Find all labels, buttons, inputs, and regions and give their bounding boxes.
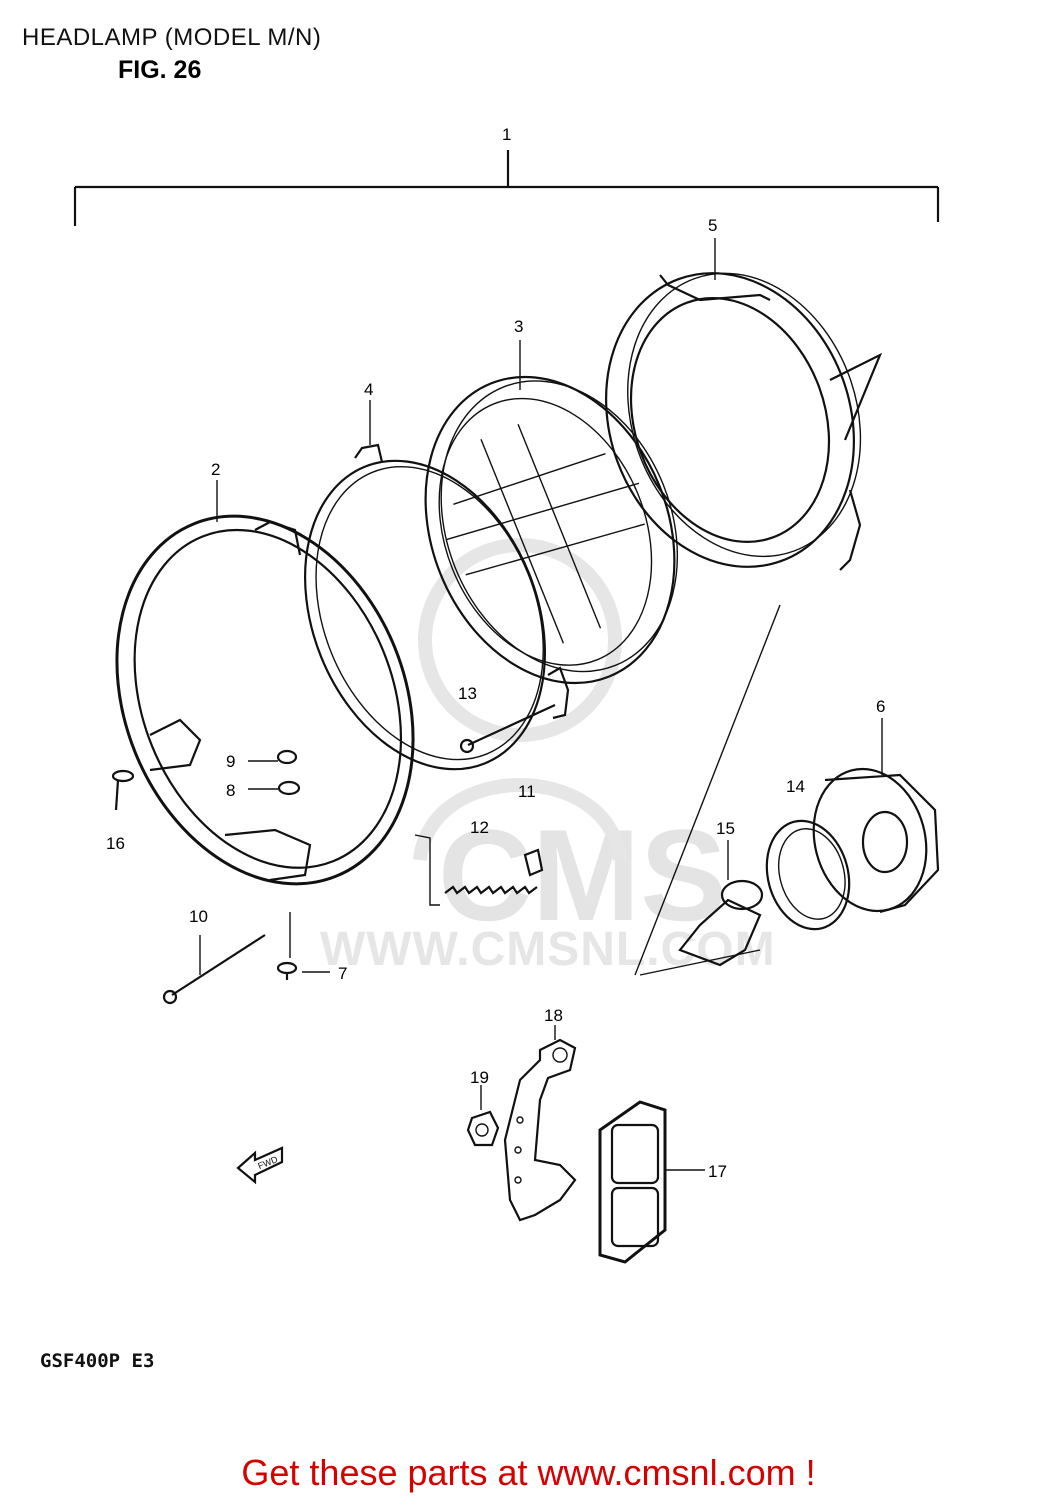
callout-18: 18: [544, 1006, 563, 1025]
bulb-15: [678, 840, 764, 967]
figure-number: FIG. 26: [118, 56, 202, 84]
screw-13: [459, 666, 570, 754]
callout-16: 16: [106, 834, 125, 853]
callout-15: 15: [716, 819, 735, 838]
spring-12: [414, 834, 538, 906]
callout-14: 14: [786, 777, 805, 796]
screw-7: [276, 912, 330, 980]
outer-rim: [115, 514, 415, 886]
callout-9: 9: [226, 752, 236, 771]
page-title: HEADLAMP (MODEL M/N): [22, 24, 322, 51]
callout-12: 12: [470, 818, 489, 837]
bracket-18: [503, 1025, 577, 1222]
callout-6: 6: [876, 697, 886, 716]
headlamp-case: [605, 272, 862, 568]
callout-3: 3: [514, 317, 524, 336]
headlamp-lens-unit: [424, 375, 679, 685]
watermark-logo: CMS: [438, 802, 727, 948]
dust-cover-6: [812, 718, 940, 914]
callout-17: 17: [708, 1162, 727, 1181]
bolt-10: [162, 934, 266, 1005]
assembly-bracket: [73, 150, 940, 226]
callout-1: 1: [502, 125, 512, 144]
inner-rim: [303, 459, 547, 771]
callout-2: 2: [211, 460, 221, 479]
footer-parts-link[interactable]: Get these parts at www.cmsnl.com !: [241, 1452, 816, 1493]
callout-10: 10: [189, 907, 208, 926]
callout-4: 4: [364, 380, 374, 399]
callout-11: 11: [518, 782, 536, 801]
model-code: GSF400P E3: [40, 1350, 155, 1372]
nut-9: [276, 749, 298, 765]
callout-8: 8: [226, 781, 236, 800]
callout-19: 19: [470, 1068, 489, 1087]
reflector-17: [598, 1100, 705, 1264]
screw-16: [111, 769, 135, 811]
socket-cover-14: [765, 819, 851, 931]
callout-13: 13: [458, 684, 477, 703]
watermark-url: WWW.CMSNL.COM: [320, 923, 776, 976]
nut-19: [466, 1085, 500, 1147]
callout-5: 5: [708, 216, 718, 235]
washer-8: [277, 780, 301, 796]
callout-7: 7: [338, 964, 348, 983]
fwd-arrow-icon: FWD: [236, 1146, 284, 1185]
clip-11: [523, 848, 544, 877]
